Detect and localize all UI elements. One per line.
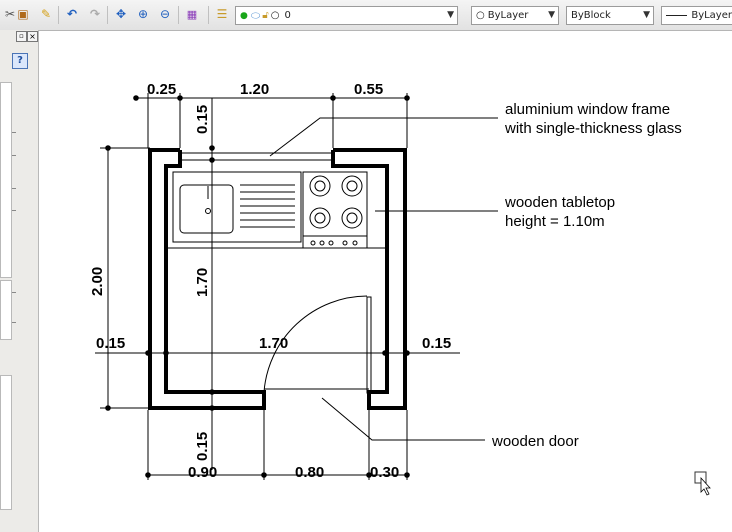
layer-lock-icon: 🔓︎ xyxy=(262,10,269,21)
dim-bottom-mid: 0.80 xyxy=(295,464,324,481)
cursor-icon xyxy=(694,471,711,496)
layer-value: 0 xyxy=(284,10,291,21)
redo-icon[interactable]: ↷ xyxy=(89,7,101,21)
palette-row-marker xyxy=(12,322,16,323)
knob-icon xyxy=(352,240,358,246)
main-toolbar: ✂ ▣ ✎ ↶ ↷ ✥ ⊕ ⊖ ▦ ☰ ● ⬭ 🔓︎ ○ 0 ▼ ○ ByLay… xyxy=(0,0,732,31)
dim-wall-left: 0.15 xyxy=(96,335,125,352)
zoom-previous-icon[interactable]: ⊖ xyxy=(159,7,171,21)
annotation-notes: aluminium window frame with single-thick… xyxy=(491,101,682,450)
dimension-labels: 0.25 1.20 0.55 0.15 2.00 1.70 0.15 1.70 … xyxy=(89,81,451,481)
pickbox-icon xyxy=(694,471,707,484)
door-swing-arc xyxy=(263,295,368,393)
palette-row-marker xyxy=(12,292,16,293)
burner-icon xyxy=(341,175,363,197)
color-swatch-icon: ○ xyxy=(476,10,485,21)
sink-unit xyxy=(172,171,302,243)
layer-dropdown[interactable]: ● ⬭ 🔓︎ ○ 0 ▼ xyxy=(235,6,458,25)
paste-icon[interactable]: ▣ xyxy=(17,7,29,21)
burner-icon xyxy=(309,175,331,197)
toolbar-separator xyxy=(178,6,179,24)
layer-freeze-icon: ⬭ xyxy=(250,8,261,22)
knob-icon xyxy=(310,240,316,246)
linetype-dropdown[interactable]: ByBlock ▼ xyxy=(566,6,654,25)
palette-row-marker xyxy=(12,132,16,133)
drain-icon xyxy=(205,208,211,214)
right-wall xyxy=(331,148,407,410)
note-tabletop-line2: height = 1.10m xyxy=(505,213,605,230)
leader-lines xyxy=(269,117,498,441)
dim-wall-right: 0.15 xyxy=(422,335,451,352)
palette-close-icon[interactable]: × xyxy=(27,31,38,42)
dim-top-right: 0.55 xyxy=(354,81,383,98)
burner-icon xyxy=(341,207,363,229)
dim-total-height: 2.00 xyxy=(89,267,106,296)
dim-bottom-right: 0.30 xyxy=(370,464,399,481)
lineweight-value: ByLayer xyxy=(691,10,732,21)
chevron-down-icon: ▼ xyxy=(447,10,454,20)
burner-icon xyxy=(346,212,358,224)
dimension-ticks xyxy=(105,95,410,478)
dim-top-mid: 1.20 xyxy=(240,81,269,98)
toolbar-separator xyxy=(58,6,59,24)
properties-icon[interactable]: ▦ xyxy=(186,7,198,21)
chevron-down-icon: ▼ xyxy=(643,10,650,20)
palette-row-marker xyxy=(12,155,16,156)
layer-manager-icon[interactable]: ☰ xyxy=(216,7,228,21)
burner-icon xyxy=(309,207,331,229)
kitchen-counter xyxy=(166,171,387,249)
dim-door-depth: 0.15 xyxy=(194,432,211,461)
palette-group-general[interactable] xyxy=(0,82,12,278)
note-window-line1: aluminium window frame xyxy=(505,101,670,118)
pan-icon[interactable]: ✥ xyxy=(115,7,127,21)
note-door: wooden door xyxy=(491,433,579,450)
door-leader xyxy=(321,397,485,441)
dim-bottom-left: 0.90 xyxy=(188,464,217,481)
door xyxy=(263,295,372,394)
palette-row-marker xyxy=(12,188,16,189)
dim-window-depth: 0.15 xyxy=(194,105,211,134)
dim-top-left: 0.25 xyxy=(147,81,176,98)
layer-on-icon: ● xyxy=(240,10,248,21)
door-leaf xyxy=(366,296,372,394)
match-properties-icon[interactable]: ✎ xyxy=(40,7,52,21)
color-dropdown[interactable]: ○ ByLayer ▼ xyxy=(471,6,559,25)
palette-group-geometry[interactable] xyxy=(0,375,12,510)
zoom-realtime-icon[interactable]: ⊕ xyxy=(137,7,149,21)
dim-inner-width: 1.70 xyxy=(259,335,288,352)
burner-icon xyxy=(346,180,358,192)
palette-row-marker xyxy=(12,210,16,211)
sink-basin xyxy=(179,184,234,234)
burner-icon xyxy=(314,180,326,192)
drawing-canvas[interactable]: 0.25 1.20 0.55 0.15 2.00 1.70 0.15 1.70 … xyxy=(39,31,732,532)
color-value: ByLayer xyxy=(487,10,529,21)
note-window-line2: with single-thickness glass xyxy=(504,120,682,137)
knob-icon xyxy=(342,240,348,246)
arrow-pointer-icon xyxy=(700,476,711,496)
knob-icon xyxy=(319,240,325,246)
note-tabletop-line1: wooden tabletop xyxy=(504,194,615,211)
cut-icon[interactable]: ✂ xyxy=(4,7,16,21)
properties-palette: ▫ × ? xyxy=(0,30,39,532)
help-icon[interactable]: ? xyxy=(12,53,28,69)
dim-inner-height: 1.70 xyxy=(194,268,211,297)
knob-icon xyxy=(328,240,334,246)
layer-color-icon: ○ xyxy=(270,10,280,21)
stove-unit xyxy=(302,171,368,249)
chevron-down-icon: ▼ xyxy=(548,10,555,20)
palette-group-3d[interactable] xyxy=(0,280,12,340)
lineweight-sample-icon xyxy=(666,15,688,16)
lineweight-dropdown[interactable]: ByLayer xyxy=(661,6,732,25)
burner-icon xyxy=(314,212,326,224)
toolbar-separator xyxy=(208,6,209,24)
undo-icon[interactable]: ↶ xyxy=(66,7,78,21)
toolbar-separator xyxy=(107,6,108,24)
window-leader xyxy=(269,117,498,157)
palette-restore-icon[interactable]: ▫ xyxy=(16,31,27,42)
linetype-value: ByBlock xyxy=(571,10,611,21)
window-frame xyxy=(180,152,333,161)
